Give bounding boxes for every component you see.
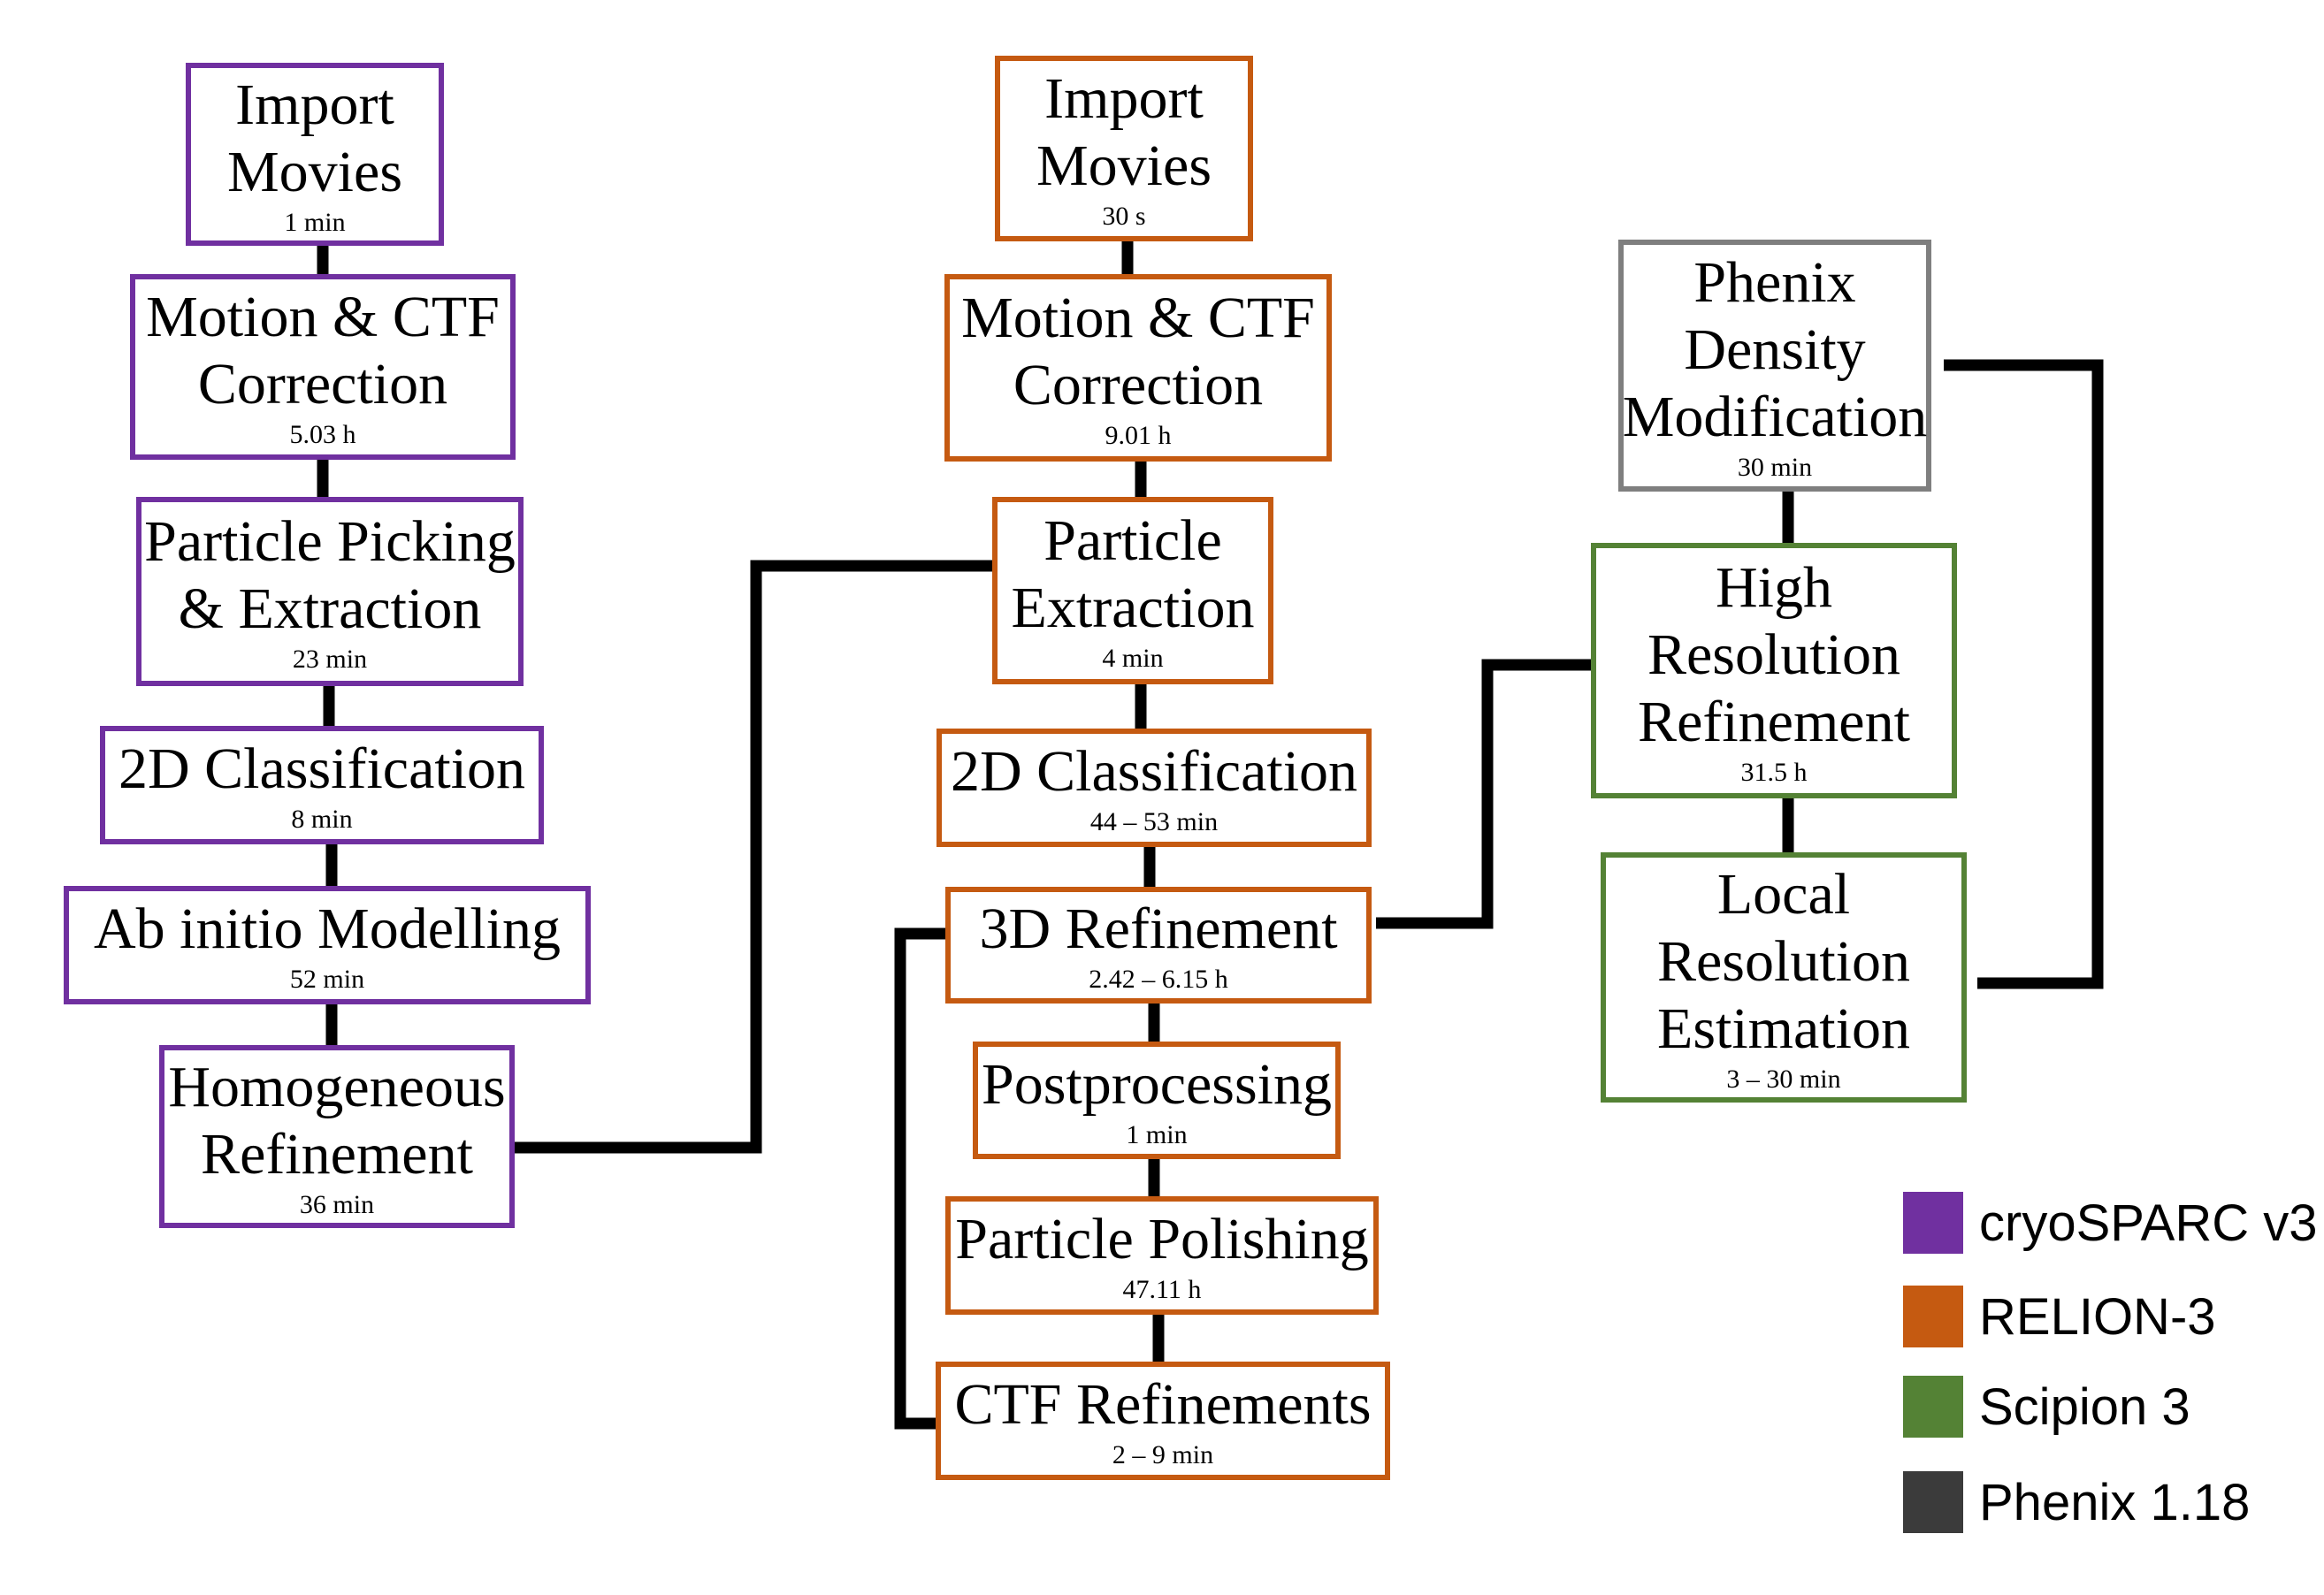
legend-label: cryoSPARC v3 <box>1979 1194 2318 1252</box>
node-title: High Resolution Refinement <box>1638 554 1910 754</box>
node-duration: 1 min <box>1126 1119 1188 1149</box>
node-title: Particle Polishing <box>955 1207 1369 1271</box>
node-re-particle-extraction: Particle Extraction 4 min <box>992 497 1273 684</box>
node-duration: 30 s <box>1102 202 1146 231</box>
node-cs-import-movies: Import Movies 1 min <box>186 63 444 246</box>
node-title: Particle Extraction <box>1011 508 1255 640</box>
node-title: Phenix Density Modification <box>1622 249 1928 449</box>
legend-item-relion: RELION-3 <box>1903 1286 2216 1347</box>
node-title: Local Resolution Estimation <box>1656 861 1910 1061</box>
node-re-3d-refinement: 3D Refinement 2.42 – 6.15 h <box>945 887 1372 1004</box>
node-cs-2d-classification: 2D Classification 8 min <box>100 726 544 844</box>
node-duration: 31.5 h <box>1740 757 1808 787</box>
node-duration: 4 min <box>1102 644 1164 673</box>
connector-3d-to-highres <box>1376 659 1602 929</box>
legend-swatch <box>1903 1286 1963 1347</box>
node-high-resolution-refinement: High Resolution Refinement 31.5 h <box>1591 543 1957 798</box>
legend-item-scipion: Scipion 3 <box>1903 1376 2190 1438</box>
node-duration: 36 min <box>299 1189 375 1219</box>
node-duration: 23 min <box>292 645 368 674</box>
node-title: Motion & CTF Correction <box>146 285 500 416</box>
node-duration: 30 min <box>1737 452 1813 482</box>
node-cs-motion-ctf: Motion & CTF Correction 5.03 h <box>130 274 516 460</box>
legend-swatch <box>1903 1376 1963 1438</box>
legend-item-phenix: Phenix 1.18 <box>1903 1471 2250 1533</box>
node-title: Postprocessing <box>982 1051 1332 1117</box>
node-re-particle-polishing: Particle Polishing 47.11 h <box>945 1196 1379 1315</box>
connector-localres-to-phenix <box>1944 359 2104 989</box>
node-title: Import Movies <box>1036 66 1212 198</box>
node-re-motion-ctf: Motion & CTF Correction 9.01 h <box>944 274 1332 462</box>
node-title: 3D Refinement <box>979 897 1338 961</box>
node-cs-homogeneous-refinement: Homogeneous Refinement 36 min <box>159 1045 515 1228</box>
legend-swatch <box>1903 1471 1963 1533</box>
node-duration: 9.01 h <box>1105 421 1172 450</box>
node-duration: 2.42 – 6.15 h <box>1089 965 1228 994</box>
node-re-ctf-refinements: CTF Refinements 2 – 9 min <box>936 1362 1390 1480</box>
node-duration: 44 – 53 min <box>1089 807 1219 836</box>
node-cs-ab-initio: Ab initio Modelling 52 min <box>64 886 591 1004</box>
node-re-2d-classification: 2D Classification 44 – 53 min <box>936 729 1372 847</box>
node-cs-particle-picking: Particle Picking & Extraction 23 min <box>136 497 524 686</box>
node-title: Particle Picking & Extraction <box>144 509 516 641</box>
node-re-postprocessing: Postprocessing 1 min <box>973 1042 1341 1159</box>
node-duration: 2 – 9 min <box>1112 1440 1214 1469</box>
legend-label: Phenix 1.18 <box>1979 1473 2251 1531</box>
node-duration: 3 – 30 min <box>1726 1064 1841 1094</box>
legend-swatch <box>1903 1192 1963 1254</box>
legend-item-cryosparc: cryoSPARC v3 <box>1903 1192 2317 1254</box>
node-title: 2D Classification <box>950 739 1358 804</box>
node-local-resolution-estimation: Local Resolution Estimation 3 – 30 min <box>1601 852 1967 1103</box>
node-title: Homogeneous Refinement <box>168 1054 506 1187</box>
node-duration: 1 min <box>284 207 346 237</box>
node-title: 2D Classification <box>118 736 526 801</box>
connector-ctf-loop-to-3d <box>894 927 951 1430</box>
node-re-import-movies: Import Movies 30 s <box>995 56 1253 241</box>
node-title: Ab initio Modelling <box>94 897 561 961</box>
connector-homogeneous-to-extraction <box>512 560 995 1154</box>
node-title: Import Movies <box>227 72 402 204</box>
node-phenix-density-modification: Phenix Density Modification 30 min <box>1618 240 1931 492</box>
legend-label: RELION-3 <box>1979 1287 2216 1346</box>
legend-label: Scipion 3 <box>1979 1378 2190 1436</box>
node-duration: 52 min <box>289 965 365 994</box>
node-title: CTF Refinements <box>954 1372 1372 1437</box>
node-title: Motion & CTF Correction <box>961 286 1315 417</box>
node-duration: 8 min <box>291 805 353 834</box>
node-duration: 5.03 h <box>289 420 356 449</box>
node-duration: 47.11 h <box>1122 1275 1202 1304</box>
